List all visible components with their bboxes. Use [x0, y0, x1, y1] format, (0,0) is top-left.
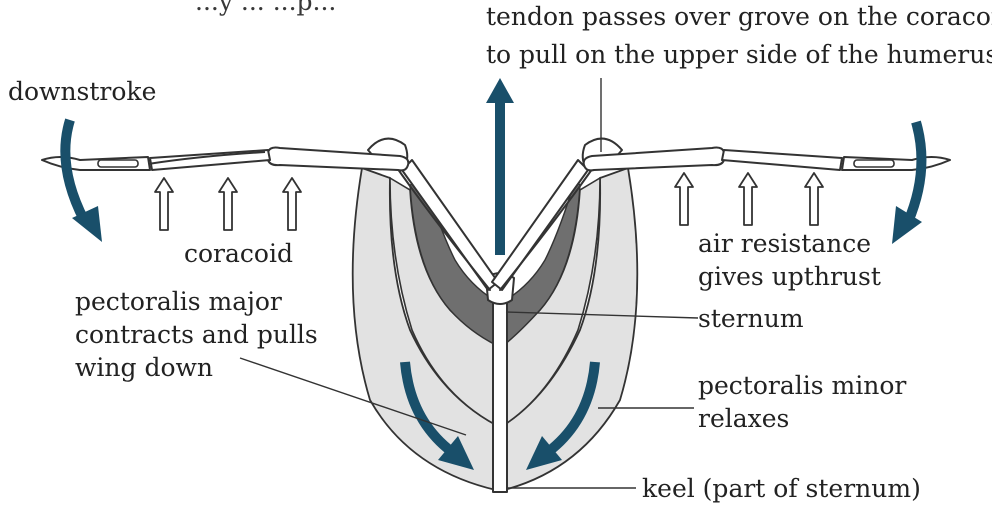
- hand-slot-right: [854, 160, 894, 167]
- up-arrow-icon: [805, 173, 823, 225]
- tendon-label-line2: to pull on the upper side of the humerus: [486, 40, 992, 69]
- pectoralis-major-label-line3: wing down: [75, 353, 213, 382]
- air-resistance-label-line2: gives upthrust: [698, 262, 881, 291]
- up-arrow-icon: [155, 178, 173, 230]
- sternum-label: sternum: [698, 304, 804, 333]
- air-resistance-label-line1: air resistance: [698, 229, 871, 258]
- air-resistance-arrows-right: [675, 173, 823, 225]
- pectoralis-major-label-line2: contracts and pulls: [75, 320, 318, 349]
- up-arrow-icon: [219, 178, 237, 230]
- pectoralis-major-label-line1: pectoralis major: [75, 287, 282, 316]
- curved-arrow-icon: [908, 122, 921, 222]
- up-arrow-icon: [675, 173, 693, 225]
- ulna-right: [722, 150, 842, 170]
- pectoralis-minor-label-line1: pectoralis minor: [698, 371, 906, 400]
- air-resistance-arrows-left: [155, 178, 301, 230]
- downstroke-arrow-left: [65, 120, 102, 242]
- coracoid-label: coracoid: [184, 239, 293, 268]
- up-arrow-icon: [283, 178, 301, 230]
- tendon-label-line1: tendon passes over grove on the coracoid: [486, 2, 992, 31]
- partial-top-caption: ...y ... ...p...: [195, 0, 336, 16]
- pectoralis-minor-label-line2: relaxes: [698, 404, 789, 433]
- keel: [493, 292, 507, 492]
- up-arrow-icon: [739, 173, 757, 225]
- keel-label: keel (part of sternum): [642, 474, 921, 503]
- hand-slot-left: [98, 160, 138, 167]
- downstroke-arrow-right: [892, 122, 922, 244]
- downstroke-label: downstroke: [8, 77, 156, 106]
- upward-body-arrow: [486, 78, 514, 255]
- up-arrow-icon: [486, 78, 514, 255]
